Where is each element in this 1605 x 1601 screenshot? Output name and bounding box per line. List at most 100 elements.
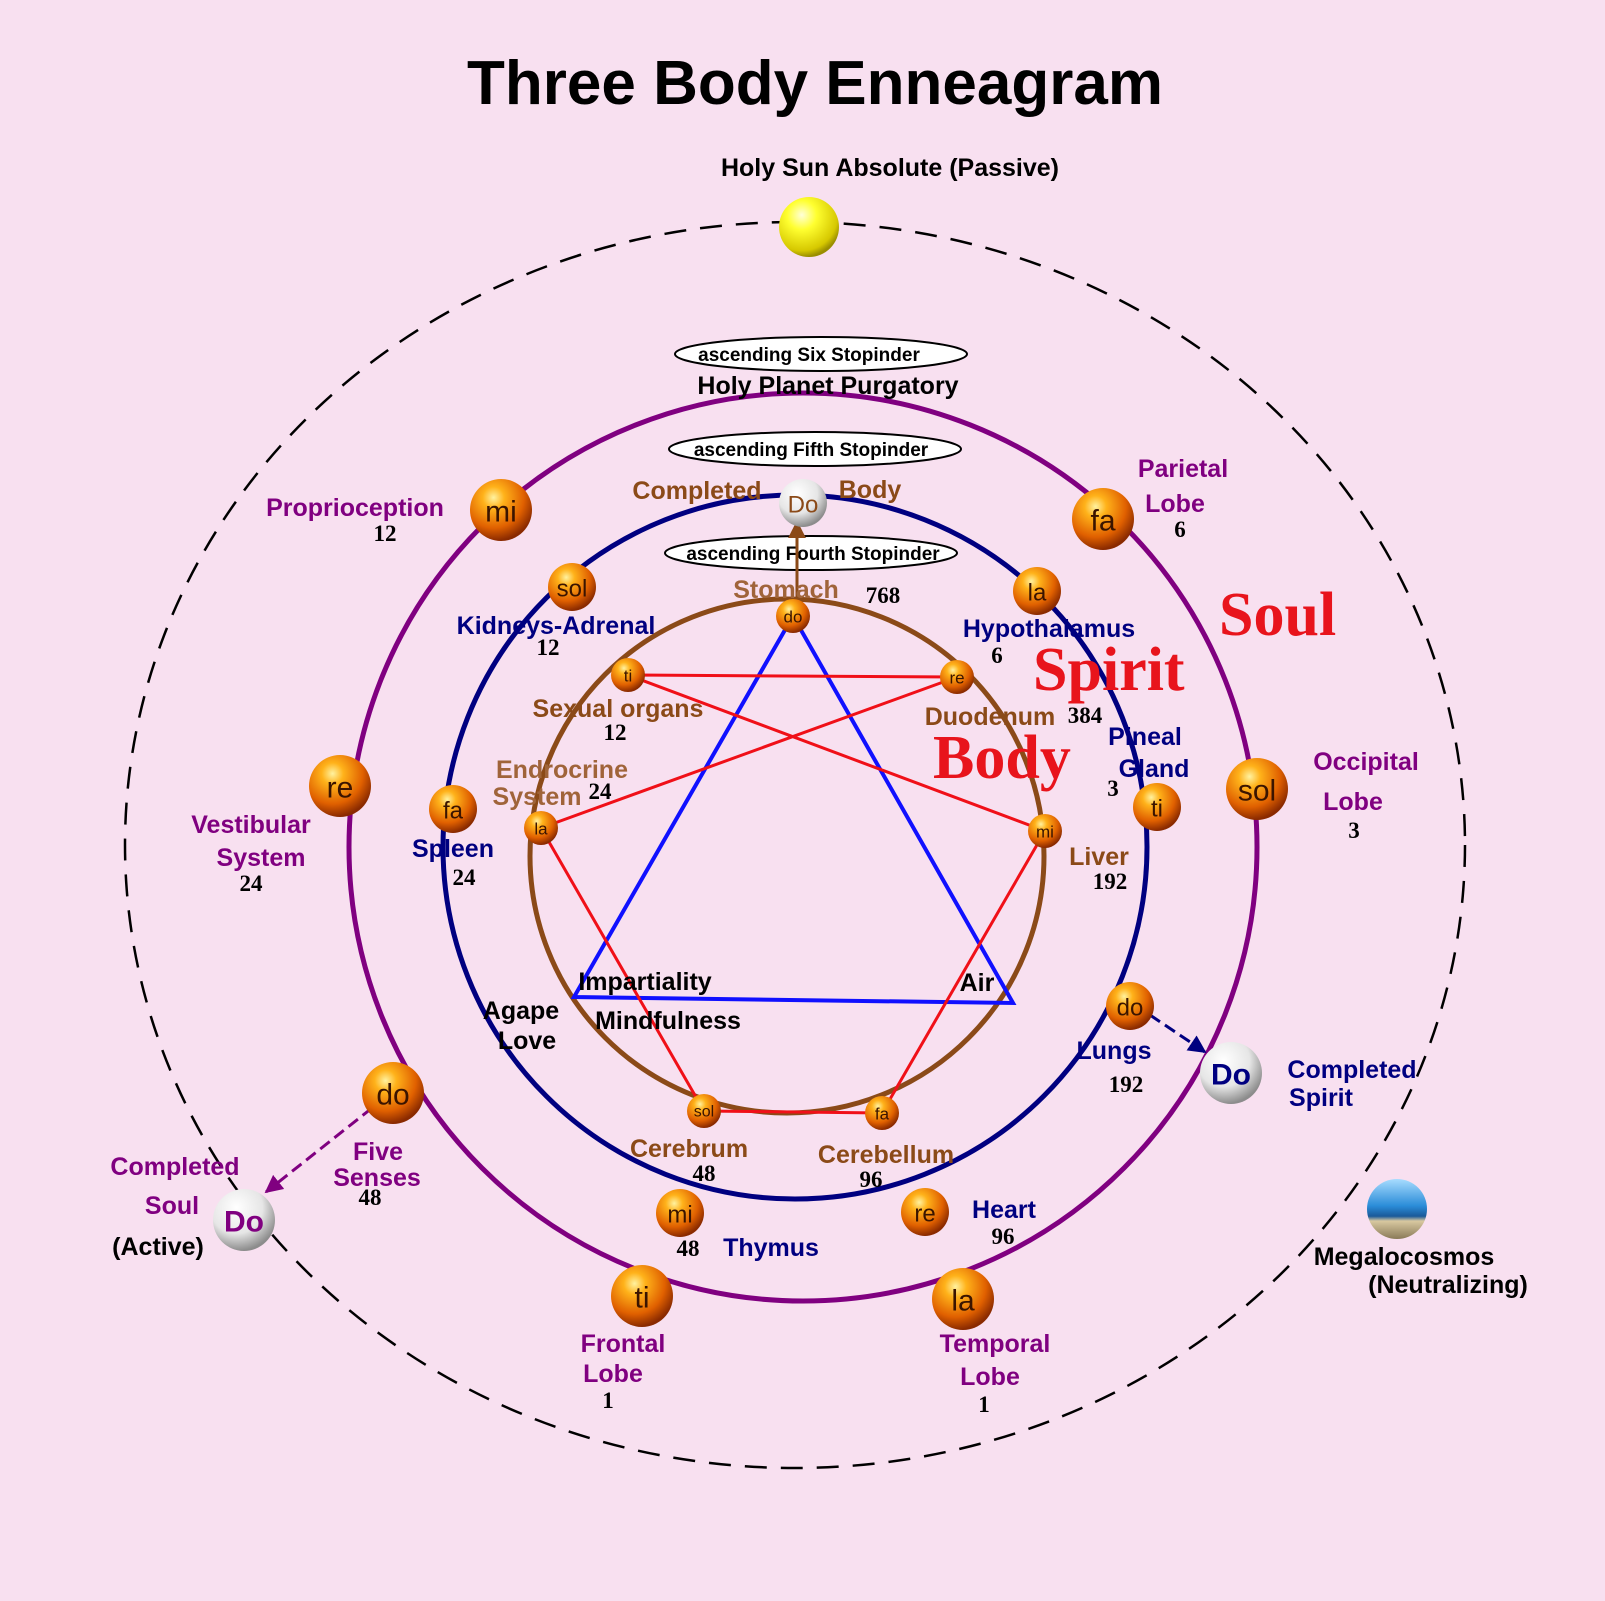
completed-body-left: Completed [632, 477, 761, 505]
spirit-note-do: do [1106, 982, 1154, 1030]
thymus-number: 48 [677, 1236, 700, 1261]
soul-circle [346, 390, 1260, 1304]
svg-text:Do: Do [788, 492, 819, 519]
spirit-note-re: re [901, 1188, 949, 1236]
body-big-label: Body [933, 724, 1071, 792]
completed-spirit-line1: Completed [1287, 1056, 1416, 1084]
kidneys-number: 12 [537, 635, 560, 660]
svg-text:do: do [784, 608, 803, 627]
occipital-line1: Occipital [1313, 748, 1419, 776]
five-senses-line2: Senses [333, 1164, 421, 1192]
spirit-note-fa: fa [429, 785, 477, 833]
vestibular-number: 24 [240, 871, 264, 896]
completed-soul-active: (Active) [112, 1233, 204, 1261]
outer-dashed-orbit [123, 220, 1467, 1470]
megalocosmos-sphere [1367, 1179, 1427, 1239]
heart-number: 96 [992, 1224, 1015, 1249]
fourth-stopinder-ellipse [664, 535, 958, 571]
spirit-note-la: la [1013, 567, 1061, 615]
endocrine-line1: Endrocrine [496, 756, 628, 784]
svg-text:fa: fa [1090, 505, 1115, 538]
svg-text:ti: ti [635, 1282, 650, 1315]
vestibular-line1: Vestibular [191, 811, 311, 839]
soul-note-re: re [309, 755, 371, 817]
parietal-line2: Lobe [1145, 490, 1205, 518]
stomach-number: 768 [866, 583, 901, 608]
temporal-number: 1 [978, 1392, 990, 1417]
completed-spirit-sphere: Do [1200, 1042, 1262, 1104]
five-senses-number: 48 [359, 1185, 382, 1210]
soul-note-mi: mi [470, 479, 532, 541]
completed-soul-line1: Completed [110, 1153, 239, 1181]
occipital-number: 3 [1348, 818, 1360, 843]
spleen-number: 24 [453, 865, 477, 890]
svg-text:fa: fa [443, 798, 464, 825]
agape-label: Agape [483, 997, 560, 1025]
megalocosmos-label-line2: (Neutralizing) [1368, 1271, 1528, 1299]
svg-text:ti: ti [624, 667, 633, 686]
spirit-note-mi: mi [656, 1189, 704, 1237]
air-label: Air [960, 969, 995, 997]
svg-text:la: la [1028, 580, 1047, 607]
completed-soul-line2: Soul [145, 1192, 199, 1220]
svg-text:la: la [951, 1285, 975, 1318]
completed-body-right: Body [839, 476, 902, 504]
cerebellum-number: 96 [860, 1167, 883, 1192]
cerebellum-label: Cerebellum [818, 1141, 954, 1169]
cerebrum-label: Cerebrum [630, 1135, 748, 1163]
fifth-stopinder-ellipse [668, 431, 962, 467]
spirit-big-label: Spirit [1033, 636, 1185, 704]
svg-text:mi: mi [1036, 823, 1054, 842]
cerebrum-number: 48 [693, 1161, 716, 1186]
spirit-completion-arrow [1149, 1013, 1207, 1054]
soul-note-do: do [362, 1062, 424, 1124]
pineal-number: 3 [1107, 776, 1119, 801]
diagram-title: Three Body Enneagram [467, 49, 1163, 118]
completed-body-sphere: Do [779, 479, 827, 527]
heart-label: Heart [972, 1196, 1037, 1224]
parietal-number: 6 [1174, 517, 1186, 542]
soul-note-la: la [932, 1268, 994, 1330]
spleen-label: Spleen [412, 835, 494, 863]
liver-number: 192 [1093, 869, 1128, 894]
svg-text:Do: Do [1211, 1059, 1251, 1092]
endocrine-number: 24 [589, 779, 613, 804]
hypothalamus-number: 6 [991, 643, 1003, 668]
law-of-three-triangle [570, 611, 1017, 1006]
svg-text:do: do [376, 1079, 409, 1112]
megalocosmos-label-line1: Megalocosmos [1314, 1243, 1495, 1271]
hypothalamus-label: Hypothalamus [963, 615, 1135, 643]
svg-text:sol: sol [694, 1104, 714, 1121]
stomach-label: Stomach [733, 576, 839, 604]
frontal-line2: Lobe [583, 1360, 643, 1388]
soul-big-label: Soul [1219, 581, 1336, 649]
svg-text:Do: Do [224, 1206, 264, 1239]
frontal-number: 1 [602, 1388, 614, 1413]
holy-sun-sphere [779, 197, 839, 257]
pineal-line1: Pineal [1108, 723, 1182, 751]
duodenum-label: Duodenum [925, 703, 1056, 731]
svg-text:mi: mi [485, 496, 517, 529]
svg-text:re: re [327, 772, 354, 805]
five-senses-line1: Five [353, 1138, 403, 1166]
svg-text:la: la [534, 820, 548, 839]
svg-text:re: re [949, 669, 964, 688]
temporal-line2: Lobe [960, 1363, 1020, 1391]
proprioception-label: Proprioception [266, 494, 444, 522]
frontal-line1: Frontal [581, 1330, 666, 1358]
soul-completion-arrow [264, 1106, 373, 1194]
mindfulness-label: Mindfulness [595, 1007, 741, 1035]
svg-text:do: do [1117, 995, 1144, 1022]
temporal-line1: Temporal [940, 1330, 1051, 1358]
impartiality-label: Impartiality [578, 968, 711, 996]
holy-planet-label: Holy Planet Purgatory [697, 372, 958, 400]
soul-note-fa: fa [1072, 488, 1134, 550]
body-note-re: re [940, 660, 974, 694]
svg-text:fa: fa [875, 1105, 890, 1124]
svg-text:mi: mi [667, 1202, 692, 1229]
kidneys-label: Kidneys-Adrenal [457, 612, 656, 640]
body-note-do: do [776, 599, 810, 633]
completed-soul-sphere: Do [213, 1189, 275, 1251]
fifth-stopinder-label: ascending Fifth Stopinder [694, 440, 929, 461]
